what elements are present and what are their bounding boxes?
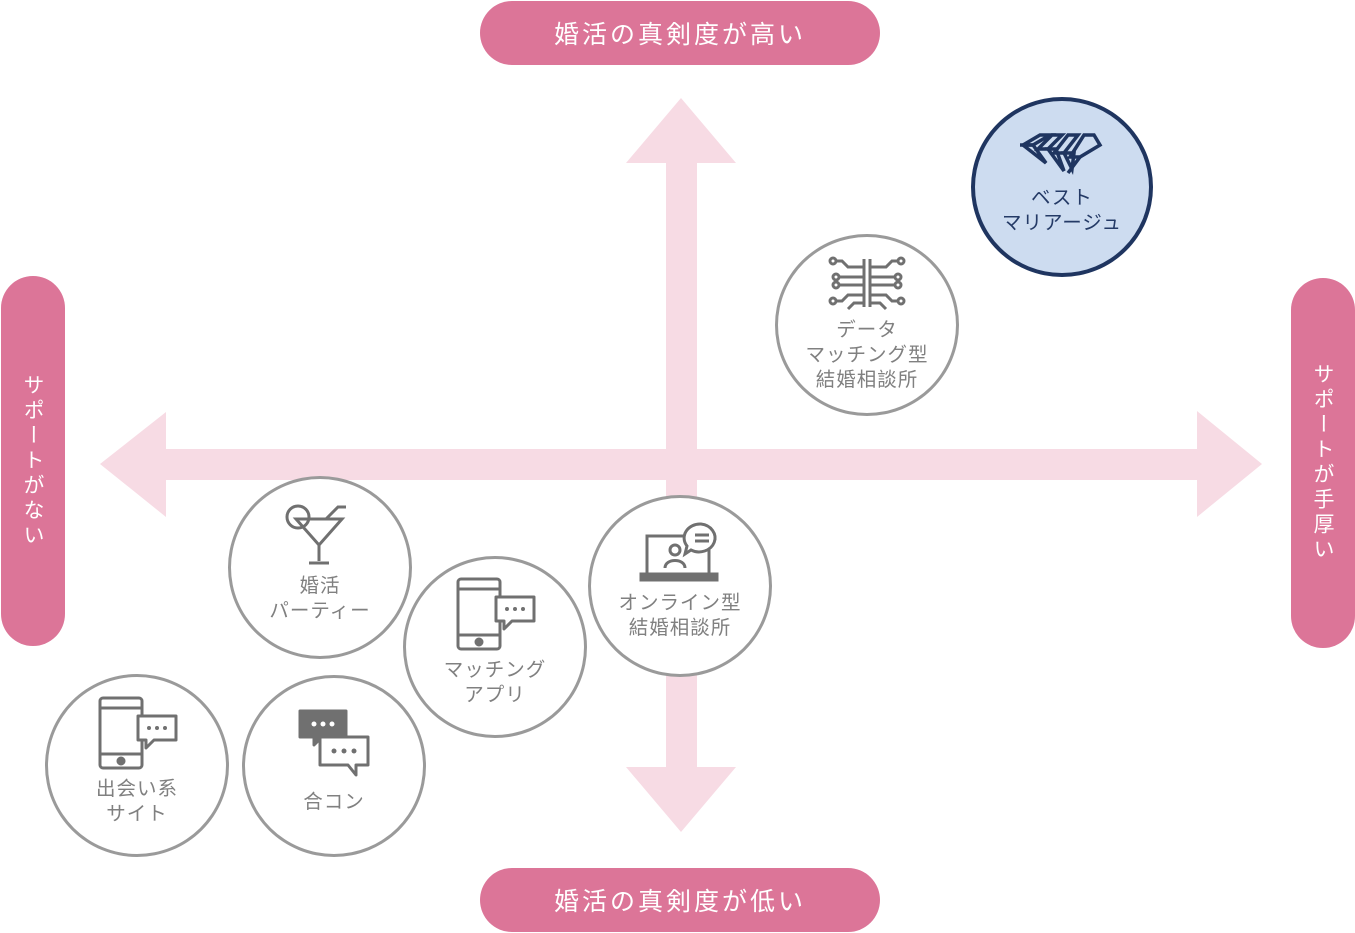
node-dating-site: 出会い系 サイト [45,674,229,857]
node-matching-app: マッチング アプリ [403,556,587,738]
axis-label-bottom: 婚活の真剣度が低い [480,868,880,932]
node-online: オンライン型 結婚相談所 [588,495,772,677]
node-gokon: 合コン [242,675,426,857]
node-label: オンライン型 結婚相談所 [618,591,742,639]
node-label: データ マッチング型 結婚相談所 [805,317,929,391]
node-label: マッチング アプリ [443,658,547,706]
circuit-icon [828,256,906,310]
node-label: 合コン [303,789,365,813]
cocktail-icon [285,504,346,564]
node-best-mariage: ベスト マリアージュ [971,97,1153,277]
node-label: ベスト マリアージュ [1001,186,1123,234]
diamond-logo-icon [1020,133,1103,175]
node-label: 婚活 パーティー [269,573,371,622]
smartphone-chat-icon [98,696,178,769]
axis-label-left: サポートがない [1,276,65,646]
chat-bubbles-icon [298,709,370,776]
node-party: 婚活 パーティー [228,476,412,659]
axis-label-right: サポートが手厚い [1291,278,1355,648]
smartphone-chat-icon [456,577,536,651]
axis-label-top: 婚活の真剣度が高い [480,1,880,65]
vertical-arrow [626,98,736,832]
node-label: 出会い系 サイト [95,776,178,825]
node-data-matching: データ マッチング型 結婚相談所 [775,234,959,416]
video-call-icon [639,522,719,582]
